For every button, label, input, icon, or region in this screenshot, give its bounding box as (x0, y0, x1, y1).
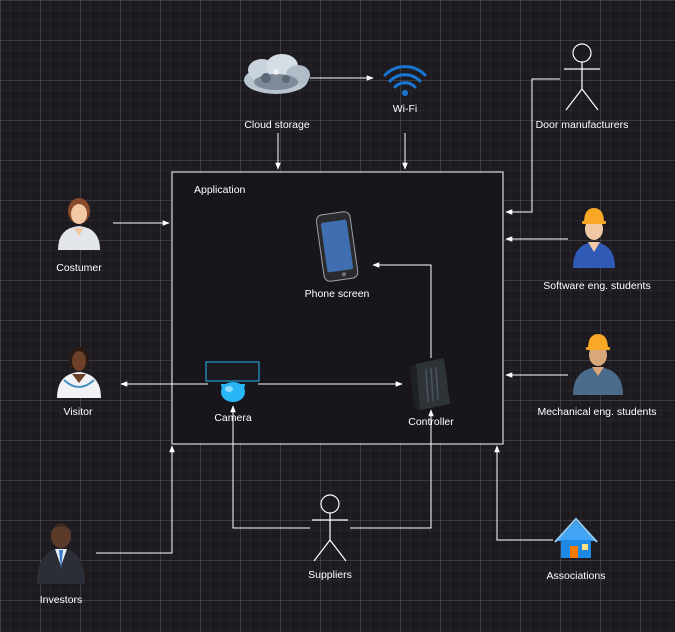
investors-label: Investors (39, 594, 83, 606)
visitor-person-icon[interactable] (57, 347, 101, 398)
costumer-person-icon[interactable] (58, 198, 100, 250)
phone-icon[interactable] (315, 211, 359, 282)
door-manufacturers-actor-icon[interactable] (564, 43, 600, 111)
edge-suppliers-to-controller[interactable] (350, 409, 434, 529)
edge-investors-to-app[interactable] (96, 445, 175, 554)
mechanical-students-label: Mechanical eng. students (537, 406, 657, 418)
edge-controller-to-phone[interactable] (372, 262, 432, 358)
wifi-label: Wi-Fi (392, 103, 418, 115)
software-students-label: Software eng. students (543, 280, 651, 292)
wifi-icon[interactable] (383, 65, 427, 96)
suppliers-actor-icon[interactable] (312, 494, 348, 562)
door-manufacturers-label: Door manufacturers (535, 119, 629, 131)
camera-icon[interactable] (205, 361, 260, 402)
edge-associations-to-app[interactable] (494, 445, 553, 541)
camera-label: Camera (214, 412, 252, 424)
visitor-label: Visitor (63, 406, 93, 418)
costumer-label: Costumer (56, 262, 102, 274)
controller-label: Controller (408, 416, 454, 428)
mechanical-students-worker-icon[interactable] (573, 334, 623, 395)
edge-suppliers-to-camera[interactable] (230, 405, 310, 529)
software-students-worker-icon[interactable] (573, 208, 615, 268)
application-label: Application (194, 184, 246, 196)
controller-icon[interactable] (410, 358, 450, 410)
phone-screen-label: Phone screen (304, 288, 370, 300)
associations-label: Associations (546, 570, 606, 582)
investors-person-icon[interactable] (37, 524, 85, 584)
edge-door-manufacturers-to-app[interactable] (505, 78, 560, 215)
cloud-storage-label: Cloud storage (244, 119, 310, 131)
cloud-storage-icon[interactable] (244, 54, 310, 94)
connectors (96, 75, 568, 554)
suppliers-label: Suppliers (308, 569, 352, 581)
associations-house-icon[interactable] (554, 517, 598, 558)
